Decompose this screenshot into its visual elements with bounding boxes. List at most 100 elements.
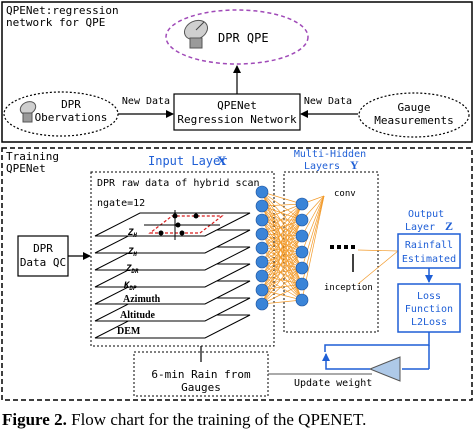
network-edge — [261, 251, 303, 291]
dpr-data-qc-line1: DPR — [33, 242, 53, 255]
network-edge — [261, 203, 303, 291]
conv-label: conv — [334, 189, 356, 199]
input-neuron — [255, 297, 269, 311]
network-edge — [261, 219, 303, 277]
network-edge — [261, 203, 303, 235]
network-nodes — [255, 185, 309, 311]
network-edge — [261, 235, 303, 263]
network-edge — [261, 275, 303, 301]
inception-label: inception — [324, 283, 373, 293]
new-data-left-label: New Data — [122, 96, 170, 107]
network-edge — [261, 261, 303, 269]
network-edge — [261, 267, 303, 305]
network-edge — [261, 191, 303, 269]
network-edge — [261, 235, 303, 305]
gauge-measurements-line1: Gauge — [397, 101, 430, 114]
layer-label-zh2: ZH — [127, 247, 137, 258]
update-triangle — [368, 356, 401, 382]
scan-point — [175, 222, 181, 228]
hidden-neuron — [295, 261, 309, 275]
network-edge — [261, 219, 303, 285]
rainfall-estimated-line1: Rainfall — [405, 240, 453, 251]
network-edge-to-conv — [301, 195, 325, 253]
satellite-dish-icon — [19, 101, 37, 123]
network-edge — [261, 251, 303, 263]
network-connections — [261, 191, 399, 305]
satellite-dish-icon — [183, 19, 209, 49]
layer-label-zh1: ZH — [127, 228, 137, 239]
network-edge — [261, 247, 303, 285]
network-edge — [261, 261, 303, 285]
network-edge — [261, 247, 303, 253]
input-neuron — [255, 199, 269, 213]
network-edge — [261, 219, 303, 301]
network-edge — [261, 233, 303, 237]
network-edge — [261, 203, 303, 277]
network-edge — [261, 283, 303, 305]
new-data-right-label: New Data — [304, 96, 352, 107]
network-edge — [261, 233, 303, 269]
output-layer-var: Z — [445, 219, 453, 233]
loss-function-line3: L2Loss — [411, 317, 447, 328]
caption-text: Flow chart for the training of the QPENE… — [71, 410, 367, 429]
dpr-observations-line2: Obervations — [35, 111, 108, 124]
network-edge — [261, 233, 303, 301]
input-neuron — [255, 255, 269, 269]
hidden-layers-heading-line2: Layers — [304, 161, 340, 172]
update-weight-arrow — [322, 353, 370, 370]
top-panel-title-line1: QPENet:regression — [6, 4, 119, 17]
layer-label-altitude: Altitude — [120, 310, 156, 321]
caption-label: Figure 2. — [2, 410, 67, 429]
loss-function-box — [397, 283, 461, 333]
network-edge — [261, 191, 303, 237]
ngate-label: ngate=12 — [97, 198, 145, 209]
training-title-line2: QPENet — [6, 162, 46, 175]
network-edge — [261, 219, 303, 249]
raw-data-label: DPR raw data of hybrid scan — [97, 178, 260, 189]
network-edge — [261, 261, 303, 301]
loss-function-line2: Function — [405, 304, 453, 315]
dpr-observations-line1: DPR — [61, 98, 81, 111]
network-edge — [261, 247, 303, 301]
input-neuron — [255, 227, 269, 241]
network-edge — [261, 205, 303, 269]
network-edge — [261, 233, 303, 285]
hidden-layers-heading-line1: Multi-Hidden — [294, 149, 366, 160]
ellipsis-dots — [330, 245, 355, 249]
figure-caption: Figure 2. Flow chart for the training of… — [2, 410, 474, 430]
output-layer-heading-line1: Output — [408, 209, 444, 220]
network-edge — [261, 219, 303, 305]
network-edge — [261, 251, 303, 305]
input-layer-heading: Input Layer — [148, 154, 227, 168]
top-panel-frame — [1, 1, 473, 143]
dpr-qpe-label: DPR QPE — [218, 31, 269, 45]
regression-network-line2: Regression Network — [177, 113, 297, 126]
gauge-rain-line1: 6-min Rain from — [151, 368, 251, 381]
network-edge — [261, 203, 303, 305]
layer-stack — [94, 210, 251, 339]
network-edge — [261, 203, 303, 207]
network-edge — [261, 247, 303, 269]
layer-label-zdr: ZDR — [125, 264, 139, 275]
network-edge — [261, 299, 303, 305]
dpr-data-qc-box — [17, 235, 69, 277]
hidden-neuron — [295, 277, 309, 291]
scan-point — [158, 230, 164, 236]
scan-grid-outline — [148, 215, 224, 234]
hidden-neuron — [295, 213, 309, 227]
network-edge — [261, 205, 303, 253]
network-edge — [261, 275, 303, 285]
input-neuron — [255, 269, 269, 283]
bottom-panel-frame — [1, 147, 473, 401]
network-edge — [261, 233, 303, 253]
input-neuron — [255, 213, 269, 227]
scan-point — [179, 230, 185, 236]
network-edge — [261, 235, 303, 277]
gauge-measurements-node — [358, 92, 470, 138]
network-edge — [261, 203, 303, 221]
network-edge-to-output — [357, 250, 399, 285]
network-edge-to-conv — [301, 195, 325, 237]
network-edge — [261, 219, 303, 291]
input-neuron — [255, 283, 269, 297]
